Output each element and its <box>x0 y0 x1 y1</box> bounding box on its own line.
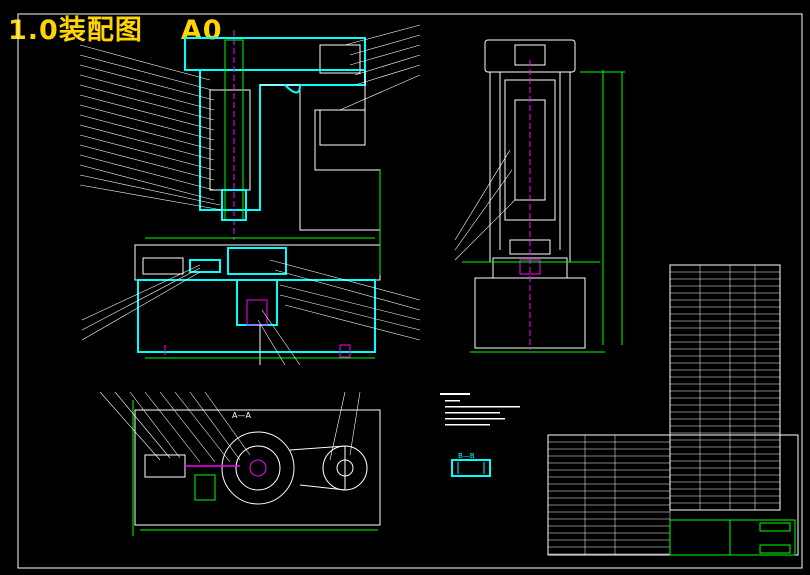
main-front-view <box>79 24 421 366</box>
section-a-label: A—A <box>232 411 251 420</box>
section-a-a-view: A—A <box>99 391 381 536</box>
drawing-title: 1.0装配图 A0 <box>8 8 223 47</box>
motor <box>319 109 366 146</box>
section-b-b-view: B—B <box>451 452 491 477</box>
cylinder <box>209 89 251 191</box>
section-a-outline <box>134 409 381 526</box>
parts-list-table <box>669 264 781 511</box>
column-body <box>260 70 381 231</box>
drawing-border <box>17 13 803 569</box>
side-view <box>454 39 625 353</box>
section-b-label: B—B <box>458 452 475 460</box>
title-sheet-size: A0 <box>180 15 223 46</box>
right-leader-lines <box>257 24 421 366</box>
head-block <box>184 37 366 71</box>
section-a-disk <box>221 431 295 505</box>
base <box>137 279 376 353</box>
technical-notes <box>440 393 520 426</box>
title-block <box>547 434 799 556</box>
left-leader-lines <box>79 44 223 341</box>
title-main: 1.0装配图 <box>8 15 143 46</box>
